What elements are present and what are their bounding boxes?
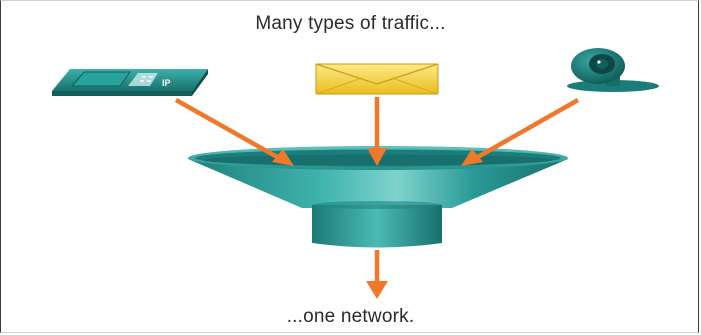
caption-top: Many types of traffic... xyxy=(255,13,446,34)
incoming-arrows xyxy=(174,97,580,166)
phone-label: IP xyxy=(162,78,171,88)
arrow-from-phone xyxy=(174,98,294,166)
ip-phone-icon: IP xyxy=(52,69,208,96)
outgoing-arrow xyxy=(366,250,388,299)
envelope-icon xyxy=(315,63,439,95)
arrow-from-email xyxy=(367,97,387,166)
webcam-icon xyxy=(567,48,659,92)
arrow-from-webcam xyxy=(461,98,580,166)
caption-bottom: ...one network. xyxy=(286,306,415,327)
